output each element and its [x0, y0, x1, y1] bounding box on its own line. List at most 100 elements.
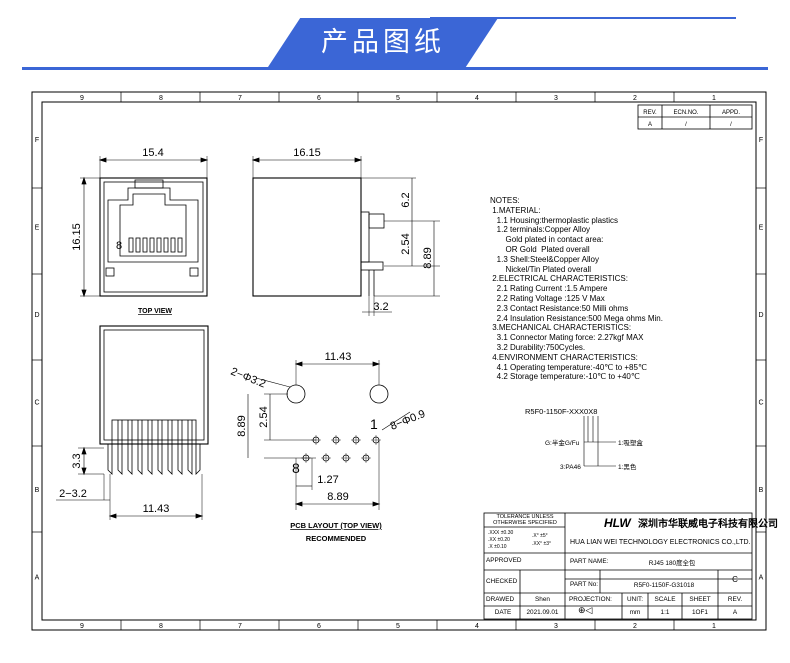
tolerance-5: .XX° ±3° [532, 541, 551, 547]
pcb-layout [247, 360, 411, 510]
row-label-right: A [759, 575, 764, 582]
part-code-color: 1:黑色 [618, 462, 637, 471]
side-2-54-dim: 2.54 [400, 233, 412, 254]
date-value: 2021.09.01 [526, 609, 559, 616]
tolerance-title: TOLERANCE UNLESS OTHERWISE SPECIFIED [493, 514, 557, 526]
scale-label: SCALE [654, 596, 676, 603]
pcb-8-89-dim: 8.89 [236, 415, 248, 436]
note-line: 1.MATERIAL: [490, 205, 541, 215]
rev-letter: C [732, 575, 738, 584]
note-line: OR Gold Plated overall [490, 244, 590, 254]
note-line: 2.4 Insulation Resistance:500 Mega ohms … [490, 313, 663, 323]
note-line: 4.2 Storage temperature:-10℃ to +40℃ [490, 372, 640, 382]
pcb-recommended-label: RECOMMENDED [306, 534, 367, 543]
column-label-top: 7 [238, 95, 242, 102]
column-label-bottom: 3 [554, 623, 558, 630]
banner-rule [22, 67, 768, 70]
front-2-3-2-dim: 2−3.2 [59, 488, 87, 500]
row-label-left: A [35, 575, 40, 582]
side-view [251, 156, 440, 316]
projection-label: PROJECTION: [569, 596, 612, 603]
note-line: 1.3 Shell:Steel&Copper Alloy [490, 254, 599, 264]
banner-top-rule [430, 17, 736, 19]
front-3-3-dim: 3.3 [71, 453, 83, 468]
pcb-pin8-label: 8 [292, 460, 300, 476]
front-pin [147, 420, 153, 475]
note-line: 3.2 Durability:750Cycles. [490, 342, 586, 352]
ecn-value: / [685, 122, 687, 128]
sheet-label: SHEET [689, 596, 711, 603]
top-view-label: TOP VIEW [138, 308, 172, 315]
column-label-bottom: 9 [80, 623, 84, 630]
column-label-bottom: 4 [475, 623, 479, 630]
row-label-right: C [758, 400, 763, 407]
top-pin-label: 8 [116, 240, 122, 252]
front-pin-housing [111, 419, 197, 445]
column-label-top: 8 [159, 95, 163, 102]
contact-pin [177, 237, 183, 253]
note-line: Gold plated in contact area: [490, 235, 604, 245]
note-line: 1.1 Housing:thermoplastic plastics [490, 215, 619, 225]
pcb-2-54-dim: 2.54 [258, 406, 270, 427]
note-line: 2.3 Contact Resistance:50 Milli ohms [490, 303, 629, 313]
checked-label: CHECKED [486, 578, 518, 585]
pcb-1-27-dim: 1.27 [317, 474, 338, 486]
tolerance-2: .XX ±0.20 [488, 537, 510, 543]
pcb-small-hole-callout: 8−Φ0.9 [389, 408, 427, 433]
front-pin [167, 420, 173, 475]
unit-value: mm [629, 609, 641, 616]
row-label-left: F [35, 137, 39, 144]
approved-label: APPROVED [486, 557, 522, 564]
note-line: 3.1 Connector Mating force: 2.27kgf MAX [490, 333, 644, 343]
inner-frame [41, 101, 757, 621]
appd-header: APPD. [722, 110, 740, 116]
side-3-2-dim: 3.2 [373, 301, 388, 313]
note-line: 1.2 terminals:Copper Alloy [490, 225, 591, 235]
row-label-right: B [759, 487, 764, 494]
note-line: 3.MECHANICAL CHARACTERISTICS: [490, 323, 632, 333]
company-logo: HLW [604, 516, 632, 530]
sheet-value: 1OF1 [692, 609, 708, 616]
front-11-43-dim: 11.43 [143, 503, 170, 515]
part-code: R5F0-1150F-XXX0X8 [525, 407, 597, 416]
column-label-bottom: 7 [238, 623, 242, 630]
row-label-left: D [34, 312, 39, 319]
front-pin [187, 420, 193, 475]
company-name-en: HUA LIAN WEI TECHNOLOGY ELECTRONICS CO.,… [570, 539, 751, 546]
part-no-label: PART No: [570, 581, 599, 588]
note-line: 2.1 Rating Current :1.5 Ampere [490, 284, 608, 294]
column-label-top: 1 [712, 95, 716, 102]
front-pin [127, 420, 133, 475]
company-name-cn: 深圳市华联威电子科技有限公司 [638, 517, 778, 530]
banner-title: 产品图纸 [321, 27, 445, 58]
contact-pin [149, 237, 155, 253]
outer-frame [31, 91, 767, 631]
note-line: NOTES: [490, 196, 520, 205]
row-label-right: F [759, 137, 763, 144]
note-line: 4.1 Operating temperature:-40℃ to +85℃ [490, 362, 647, 372]
column-label-top: 3 [554, 95, 558, 102]
part-code-packaging: 1:吸塑盒 [618, 438, 643, 447]
contact-pin [170, 237, 176, 253]
column-label-bottom: 6 [317, 623, 321, 630]
row-label-right: D [758, 312, 763, 319]
pcb-11-43-dim: 11.43 [325, 351, 352, 363]
drawed-label: DRAWED [486, 596, 515, 603]
part-code-gold: G:半金G/Fu [545, 438, 580, 447]
tolerance-3: .X ±0.10 [488, 544, 507, 550]
side-6-2-dim: 6.2 [400, 192, 412, 207]
top-height-dim: 16.15 [71, 223, 83, 251]
column-label-top: 9 [80, 95, 84, 102]
column-label-bottom: 1 [712, 623, 716, 630]
contact-pin [142, 237, 148, 253]
revision-table: REV. ECN.NO. APPD. A / / [637, 104, 753, 130]
title-block [483, 512, 753, 620]
rev-value: A [648, 122, 652, 128]
top-view [80, 156, 209, 298]
pcb-8-89-horizontal-dim: 8.89 [327, 491, 348, 503]
row-label-left: E [35, 225, 40, 232]
pcb-large-hole-callout: 2−Φ3.2 [229, 366, 267, 391]
contact-pin [156, 237, 162, 253]
column-label-bottom: 8 [159, 623, 163, 630]
